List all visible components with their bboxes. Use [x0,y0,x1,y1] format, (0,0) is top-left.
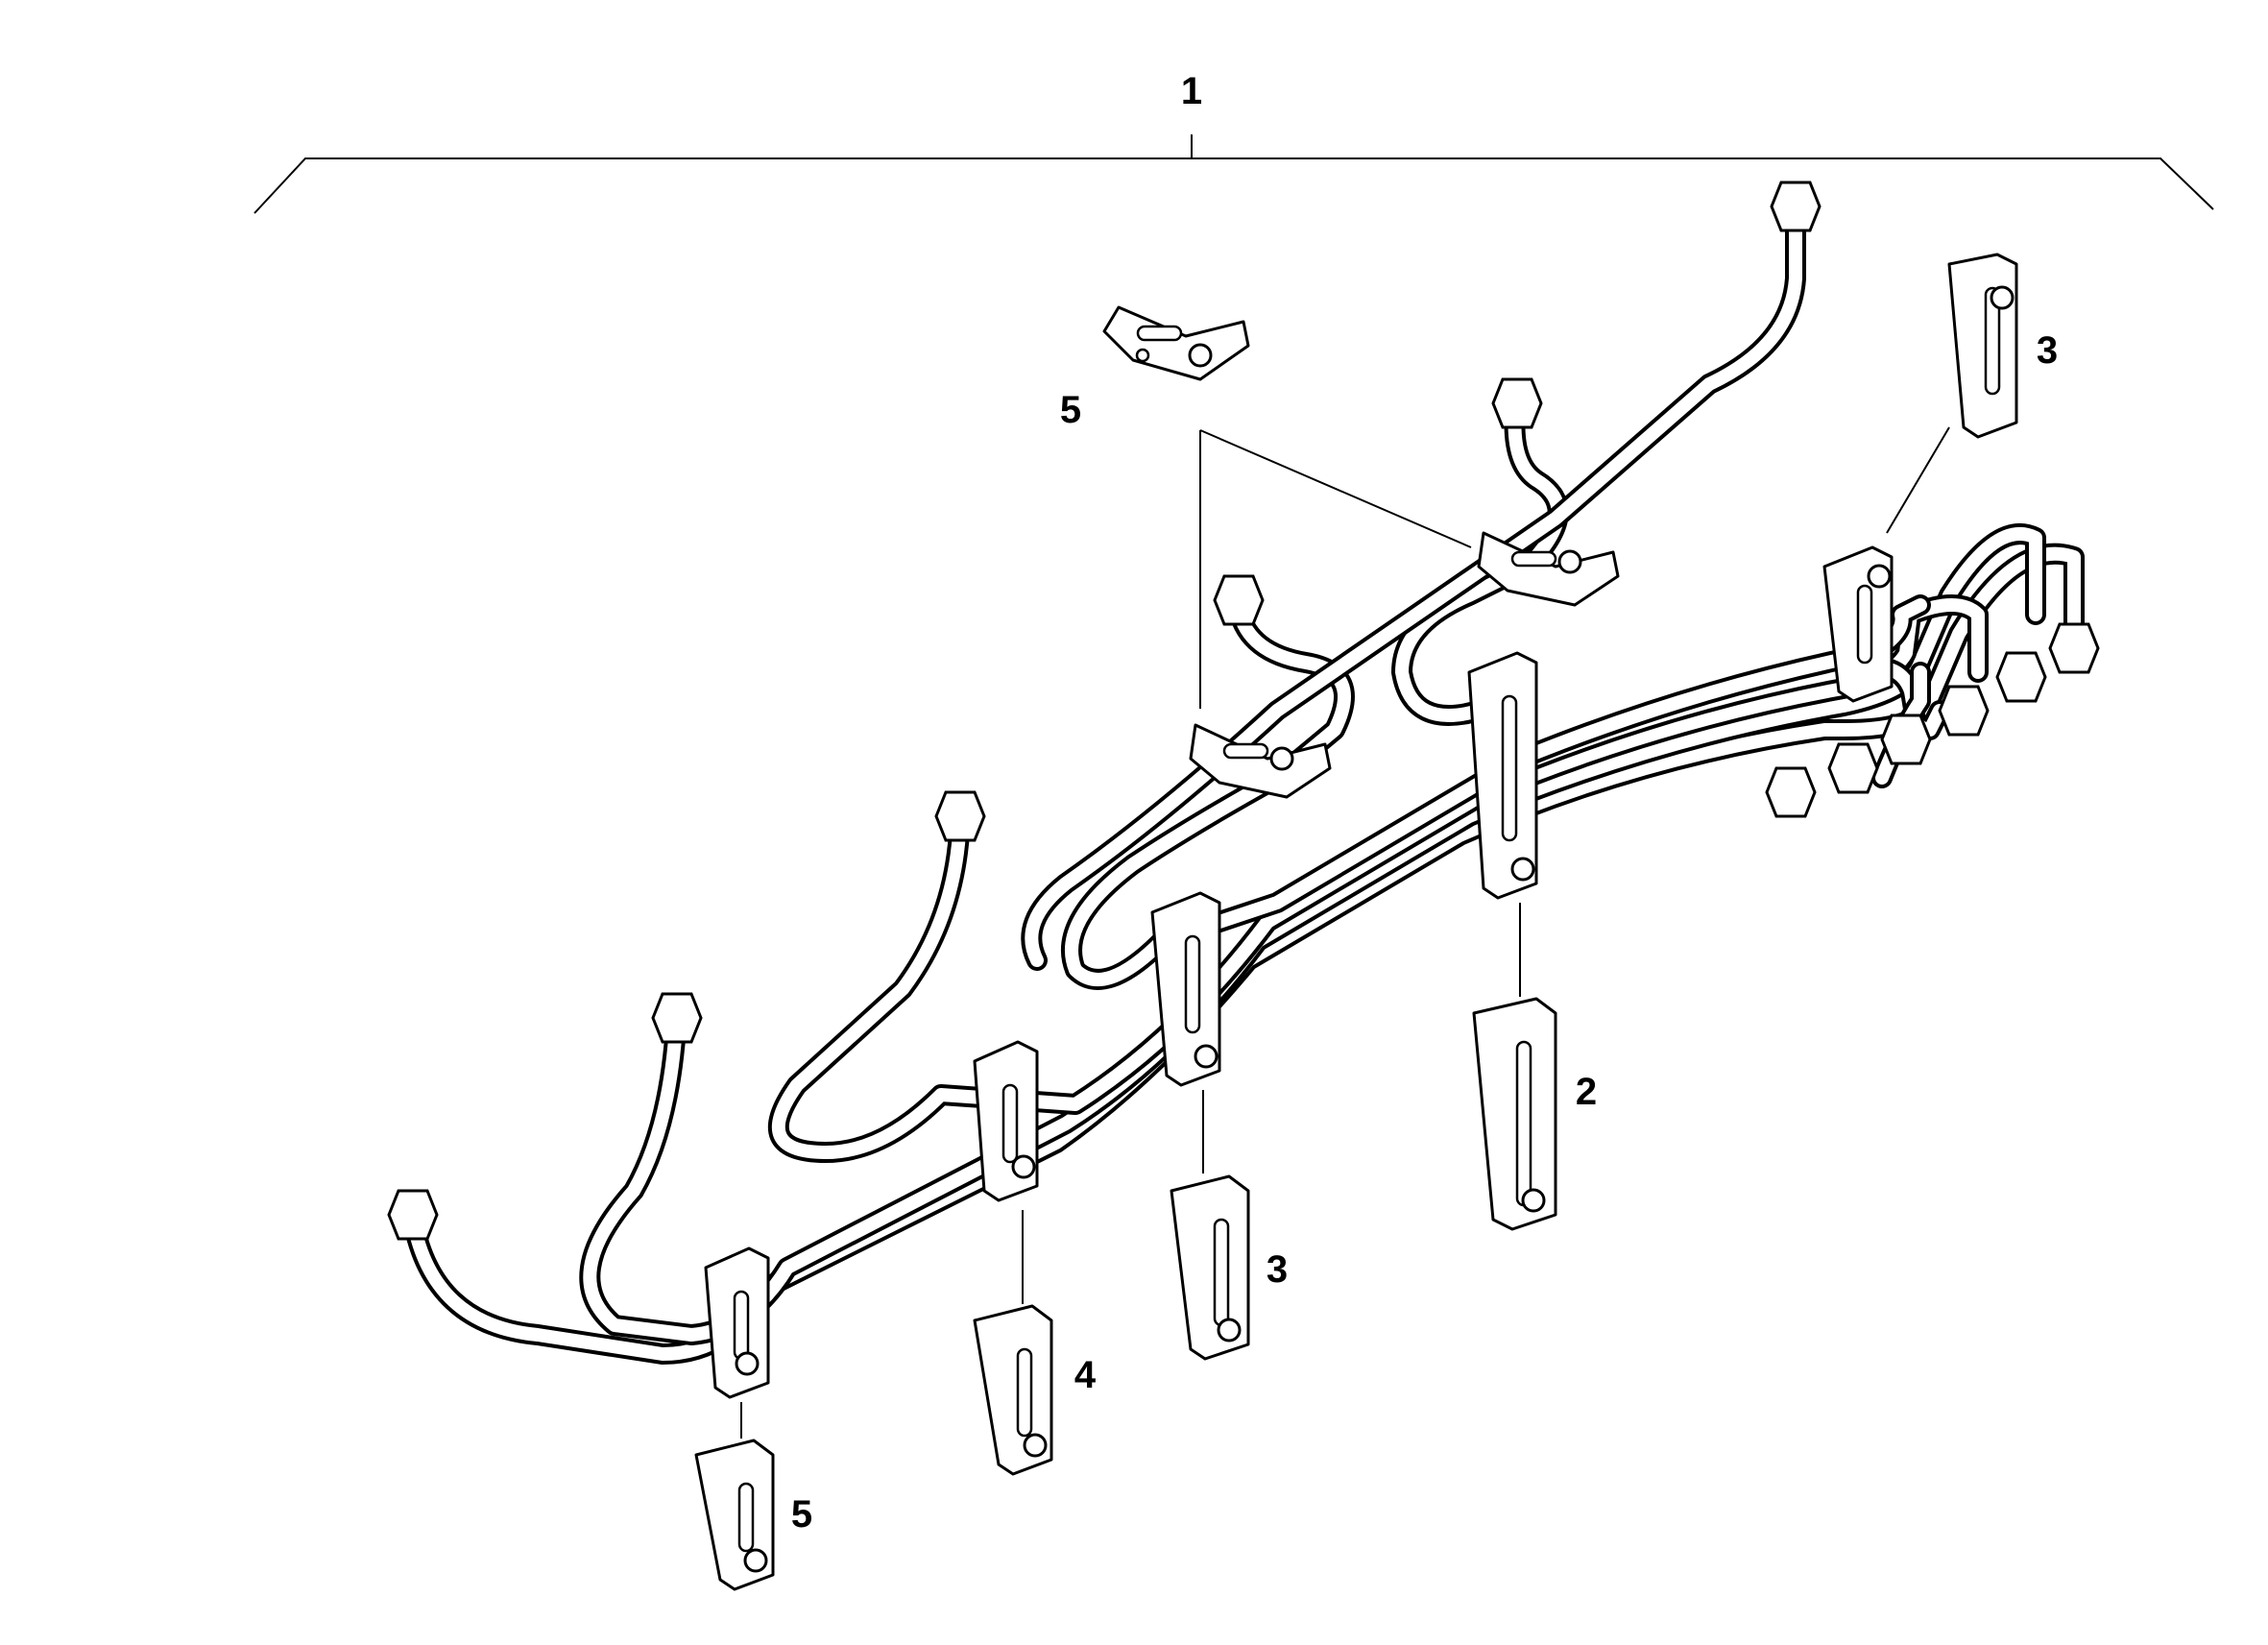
clamp-part-4 [973,1304,1053,1476]
callout-labels: 1 5 3 2 3 4 5 [791,70,2058,1536]
hex-nut-icon [1770,181,1822,232]
leader-lines [740,426,1950,1439]
hex-nut-icon [2048,622,2100,674]
hex-nut-icon [1827,742,1879,794]
clamp-mounted-2 [973,1040,1039,1202]
clamp-part-3-right [1947,253,2018,439]
clamp-part-5-top [1102,305,1250,381]
hex-nut-icon [387,1189,439,1241]
hex-nut-icon [934,790,986,842]
clamp-part-5-bottom [694,1439,775,1591]
clamp-mounted-top-2 [1477,531,1620,607]
clamp-mounted-5 [1822,545,1894,703]
callout-1: 1 [1181,70,1202,112]
hex-nut-icon [1938,685,1990,737]
clamp-part-3-bottom [1170,1174,1250,1361]
pipe-end-nuts [387,181,2100,1241]
clamp-mounted-3 [1150,891,1221,1087]
clamp-mounted-4 [1467,651,1538,900]
callout-5-top: 5 [1060,389,1081,431]
clamp-part-2 [1472,997,1557,1231]
callout-3-right: 3 [2037,329,2058,372]
callout-3-bottom: 3 [1267,1248,1288,1291]
callout-2: 2 [1576,1071,1597,1113]
exploded-clamps [694,253,2018,1591]
hex-nut-icon [1880,714,1932,765]
hex-nut-icon [1995,651,2047,703]
clamp-mounted-top-1 [1189,723,1332,799]
clamp-mounted-1 [704,1246,770,1399]
assembly-bracket [253,134,2214,214]
hex-nut-icon [651,992,703,1044]
callout-5-bottom: 5 [791,1493,812,1536]
mounted-clamps [704,531,1894,1399]
hex-nut-icon [1213,574,1265,626]
callout-4: 4 [1074,1354,1097,1396]
hex-nut-icon [1491,377,1543,429]
hex-nut-icon [1765,766,1817,818]
